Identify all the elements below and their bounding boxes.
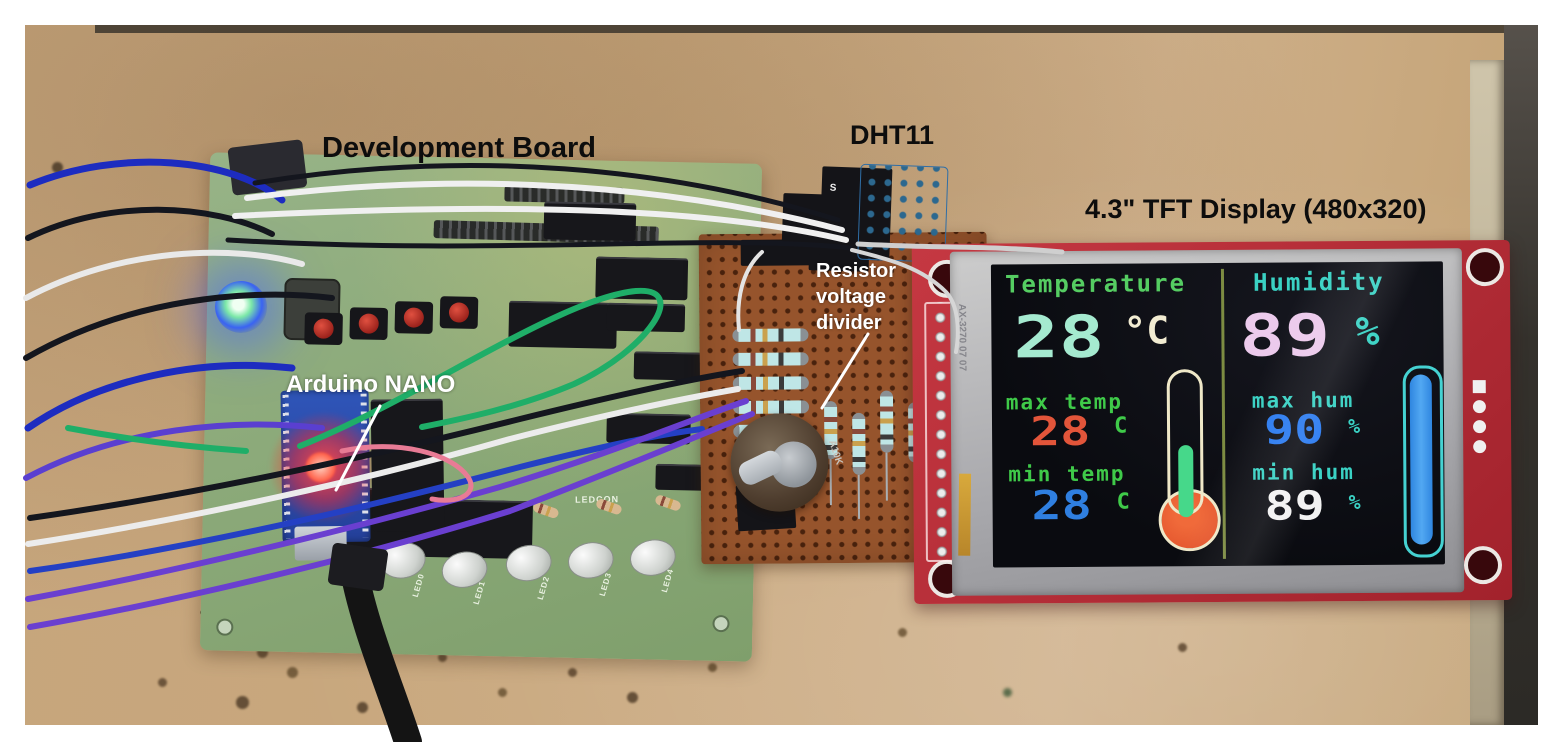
- min-temp-value: 28: [1031, 482, 1092, 530]
- dht-pin-label: S: [829, 182, 837, 194]
- usb-connector: [327, 542, 389, 592]
- resistor: [732, 376, 809, 390]
- ic-socket: [595, 256, 689, 301]
- button-cap: [358, 313, 379, 334]
- min-temp-unit: C: [1116, 489, 1130, 515]
- tft-screen[interactable]: Temperature 28 °C max temp 28 C min temp…: [990, 261, 1445, 568]
- resistor: [879, 390, 894, 453]
- humidity-header: Humidity: [1252, 267, 1385, 297]
- min-hum-value: 89: [1264, 483, 1325, 530]
- wood-top-edge: [95, 25, 1515, 33]
- development-board-label: Development Board: [322, 132, 596, 164]
- resistor-divider-line: divider: [816, 312, 882, 334]
- ic-socket: [370, 398, 445, 532]
- led-label: LED0: [410, 572, 427, 599]
- temperature-header: Temperature: [1004, 269, 1187, 299]
- solder-pad: [1473, 440, 1487, 454]
- ic-socket: [543, 201, 637, 242]
- push-button[interactable]: [439, 296, 479, 329]
- solder-pad: [1472, 420, 1487, 434]
- board-mounting-hole: [712, 614, 730, 633]
- humidity-bar-fill: [1409, 374, 1433, 545]
- humidity-unit: %: [1355, 308, 1380, 355]
- header-block: [633, 351, 705, 381]
- min-hum-unit: %: [1348, 489, 1361, 515]
- button-cap: [313, 318, 334, 339]
- screen-divider: [1220, 268, 1226, 559]
- resistor: [732, 328, 809, 342]
- resistor-lead: [885, 452, 888, 501]
- led-resistor: [654, 493, 682, 512]
- button-cap: [403, 307, 425, 328]
- solder-pad-square: [1472, 380, 1486, 394]
- thermometer-tube: [1166, 369, 1204, 516]
- led-resistor: [531, 501, 560, 520]
- max-temp-unit: C: [1113, 413, 1128, 439]
- max-temp-label: max temp: [1005, 389, 1124, 415]
- push-button[interactable]: [304, 312, 343, 346]
- development-board: LEDCON LED0 LED1 LED2 LED3 LED4: [199, 139, 763, 662]
- arduino-nano-label: Arduino NANO: [286, 371, 456, 398]
- max-hum-label: max hum: [1251, 388, 1355, 413]
- mounting-bracket: [227, 139, 308, 196]
- temperature-value: 28: [1013, 302, 1105, 372]
- min-temp-label: min temp: [1008, 461, 1126, 487]
- flex-cable: [958, 473, 972, 556]
- power-led: [214, 280, 268, 334]
- button-cap: [448, 302, 470, 323]
- humidity-bar-outline: [1402, 365, 1444, 558]
- pot-marking: A10K: [825, 438, 845, 467]
- max-temp-value: 28: [1029, 408, 1091, 456]
- header-block: [606, 302, 686, 333]
- header-block: [606, 412, 691, 445]
- ic-socket: [508, 300, 618, 349]
- board-mounting-hole: [216, 618, 234, 636]
- resistor: [732, 352, 809, 366]
- resistor-divider-label: Resistor voltage divider: [816, 258, 896, 336]
- potentiometer[interactable]: A10K: [730, 411, 861, 532]
- resistor-divider-line: voltage: [816, 286, 887, 308]
- pcb-mounting-hole: [1463, 545, 1503, 585]
- thermometer-fill: [1178, 445, 1194, 518]
- max-hum-value: 90: [1263, 407, 1325, 454]
- push-button[interactable]: [394, 301, 434, 334]
- max-hum-unit: %: [1347, 413, 1361, 439]
- tft-display-label: 4.3" TFT Display (480x320): [1085, 194, 1427, 224]
- dht11-label: DHT11: [850, 120, 935, 150]
- bezel-marking: AX-3270 07 07: [956, 303, 968, 372]
- pcb-mounting-hole: [1465, 247, 1505, 287]
- tft-display-module: AX-3270 07 07 Temperature 28 °C max temp…: [911, 239, 1513, 605]
- push-button[interactable]: [349, 307, 389, 341]
- humidity-value: 89: [1239, 301, 1331, 370]
- temperature-unit: °C: [1123, 308, 1170, 353]
- resistor-divider-line: Resistor: [816, 260, 897, 282]
- solder-pad: [1472, 400, 1486, 414]
- arduino-nano-board: [268, 382, 452, 561]
- thermometer-bulb: [1158, 488, 1221, 552]
- min-hum-label: min hum: [1252, 460, 1355, 485]
